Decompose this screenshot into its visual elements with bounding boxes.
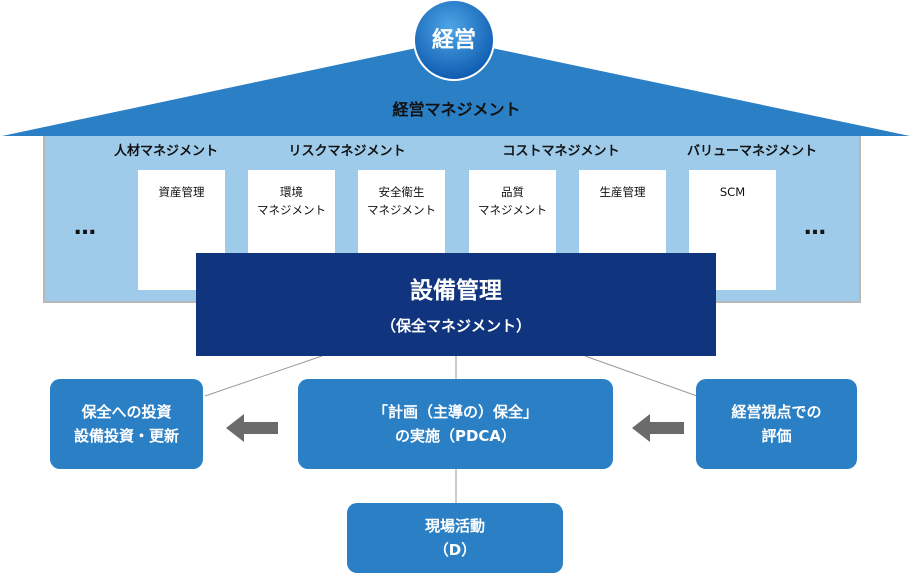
box-line: の実施（PDCA） xyxy=(394,427,517,445)
category-cost: コストマネジメント xyxy=(502,144,620,159)
box-line: 評価 xyxy=(761,427,792,445)
top-orb xyxy=(413,0,495,81)
main-subtitle: （保全マネジメント） xyxy=(380,317,531,335)
card-line: 資産管理 xyxy=(158,185,205,199)
card-line: SCM xyxy=(719,185,746,199)
box-line: 現場活動 xyxy=(424,517,485,535)
box-line: （D） xyxy=(433,541,477,559)
evaluation-box: 経営視点での 評価 xyxy=(696,379,857,469)
card-line: マネジメント xyxy=(257,203,326,217)
roof-shape xyxy=(2,40,910,136)
box-line: 経営視点での xyxy=(731,403,822,421)
top-label: 経営 xyxy=(431,28,476,53)
main-title: 設備管理 xyxy=(410,278,502,304)
category-value: バリューマネジメント xyxy=(686,144,817,159)
category-risk: リスクマネジメント xyxy=(288,144,406,159)
arrow-left-icon xyxy=(226,414,278,442)
equipment-management-box: 設備管理 （保全マネジメント） xyxy=(196,253,716,356)
connector-right xyxy=(584,355,698,397)
card-line: マネジメント xyxy=(478,203,547,217)
roof-label: 経営マネジメント xyxy=(392,100,521,119)
planned-maintenance-box: 「計画（主導の）保全」 の実施（PDCA） xyxy=(298,379,613,469)
box-line: 保全への投資 xyxy=(81,403,172,421)
field-activity-box: 現場活動 （D） xyxy=(347,503,563,573)
box-line: 「計画（主導の）保全」 xyxy=(372,403,538,421)
card-line: マネジメント xyxy=(367,203,436,217)
card-line: 生産管理 xyxy=(599,185,646,199)
investment-box: 保全への投資 設備投資・更新 xyxy=(50,379,203,469)
connector-left xyxy=(204,355,323,397)
card-line: 安全衛生 xyxy=(378,185,425,199)
card-line: 環境 xyxy=(280,185,303,199)
ellipsis-right: … xyxy=(804,215,826,240)
category-hr: 人材マネジメント xyxy=(113,144,218,159)
card-line: 品質 xyxy=(501,185,524,199)
ellipsis-left: … xyxy=(74,215,96,240)
arrow-left-icon-2 xyxy=(632,414,684,442)
box-line: 設備投資・更新 xyxy=(73,427,179,445)
